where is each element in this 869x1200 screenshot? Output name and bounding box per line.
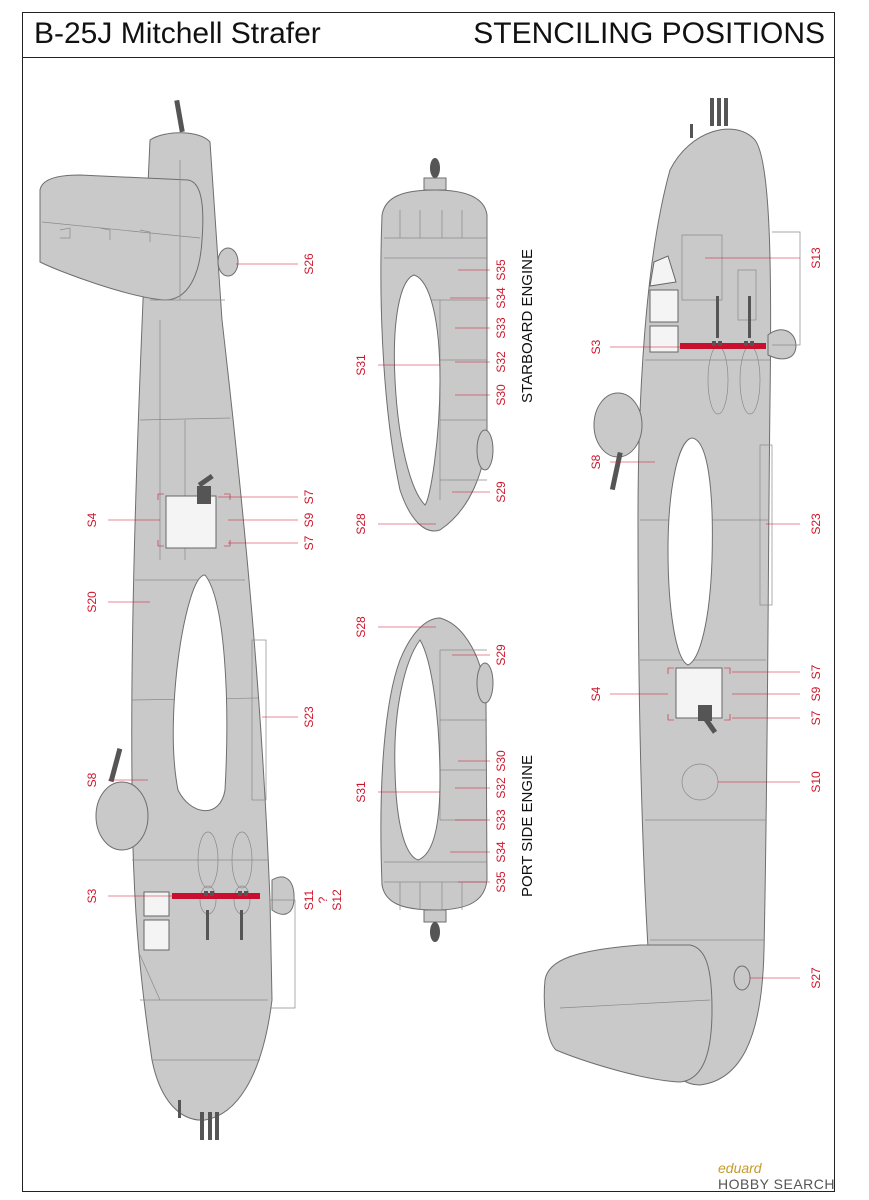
starboard-engine-title: STARBOARD ENGINE (519, 249, 536, 403)
label-s35-port: S35 (494, 871, 508, 893)
label-s3: S3 (85, 888, 99, 903)
right-fuselage: S13 S3 S8 S23 S7 S4 S9 S7 S10 S27 (543, 98, 823, 1086)
label-s34-stbd: S34 (494, 287, 508, 309)
label-s29-port: S29 (494, 644, 508, 666)
label-s4: S4 (85, 512, 99, 527)
starboard-engine-nacelle: S35 S34 S33 S32 S31 S30 S29 S28 STARBOAR… (354, 158, 536, 535)
label-s32-stbd: S32 (494, 351, 508, 373)
eduard-logo: eduard (718, 1160, 762, 1176)
label-s7-top: S7 (302, 489, 316, 504)
label-s28-stbd: S28 (354, 513, 368, 535)
label-s23: S23 (302, 706, 316, 728)
page-subtitle: STENCILING POSITIONS (473, 17, 825, 50)
page-title: B-25J Mitchell Strafer (34, 17, 321, 50)
label-s31-stbd: S31 (354, 354, 368, 376)
label-s26: S26 (302, 253, 316, 275)
label-s30-stbd: S30 (494, 384, 508, 406)
left-fuselage: S26 S7 S9 S7 S4 S20 S23 S8 S3 S11 ? S12 (39, 99, 344, 1140)
port-engine-nacelle: S28 S29 S30 S31 S32 S33 S34 S35 PORT SID… (354, 616, 536, 942)
label-s12: S12 (330, 889, 344, 911)
label-s3-right: S3 (589, 339, 603, 354)
label-s33-stbd: S33 (494, 317, 508, 339)
label-s7-bottom: S7 (302, 535, 316, 550)
label-s10: S10 (809, 771, 823, 793)
label-s27: S27 (809, 967, 823, 989)
label-s11: S11 (302, 889, 316, 910)
label-s13: S13 (809, 247, 823, 269)
label-s23-right: S23 (809, 513, 823, 535)
label-s7-right-bottom: S7 (809, 710, 823, 725)
label-question: ? (316, 896, 330, 903)
label-s20: S20 (85, 591, 99, 613)
label-s32-port: S32 (494, 777, 508, 799)
label-s7-right-top: S7 (809, 664, 823, 679)
label-s28-port: S28 (354, 616, 368, 638)
header: B-25J Mitchell Strafer STENCILING POSITI… (22, 12, 835, 58)
label-s9-right: S9 (809, 686, 823, 701)
port-engine-title: PORT SIDE ENGINE (519, 755, 536, 897)
hobby-search-watermark: HOBBY SEARCH (718, 1176, 835, 1192)
label-s9: S9 (302, 512, 316, 527)
label-s35-stbd: S35 (494, 259, 508, 281)
label-s4-right: S4 (589, 686, 603, 701)
label-s31-port: S31 (354, 781, 368, 803)
label-s33-port: S33 (494, 809, 508, 831)
label-s30-port: S30 (494, 750, 508, 772)
label-s8: S8 (85, 772, 99, 787)
page-frame (22, 12, 835, 1192)
label-s34-port: S34 (494, 841, 508, 863)
label-s29-stbd: S29 (494, 481, 508, 503)
label-s8-right: S8 (589, 454, 603, 469)
